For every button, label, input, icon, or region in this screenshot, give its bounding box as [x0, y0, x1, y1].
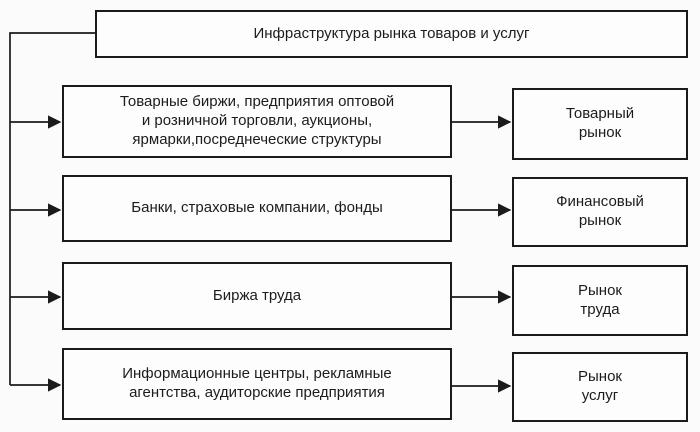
source-box-1: Товарные биржи, предприятия оптовой и ро… [62, 85, 452, 158]
source-box-2: Банки, страховые компании, фонды [62, 175, 452, 242]
title-box: Инфраструктура рынка товаров и услуг [95, 10, 688, 58]
target-box-4: Рынок услуг [512, 352, 688, 422]
target-box-2: Финансовый рынок [512, 177, 688, 247]
source-box-3: Биржа труда [62, 262, 452, 330]
source-box-4: Информационные центры, рекламные агентст… [62, 348, 452, 420]
target-box-1: Товарный рынок [512, 88, 688, 160]
target-box-3: Рынок труда [512, 265, 688, 336]
spine-line [9, 32, 95, 385]
